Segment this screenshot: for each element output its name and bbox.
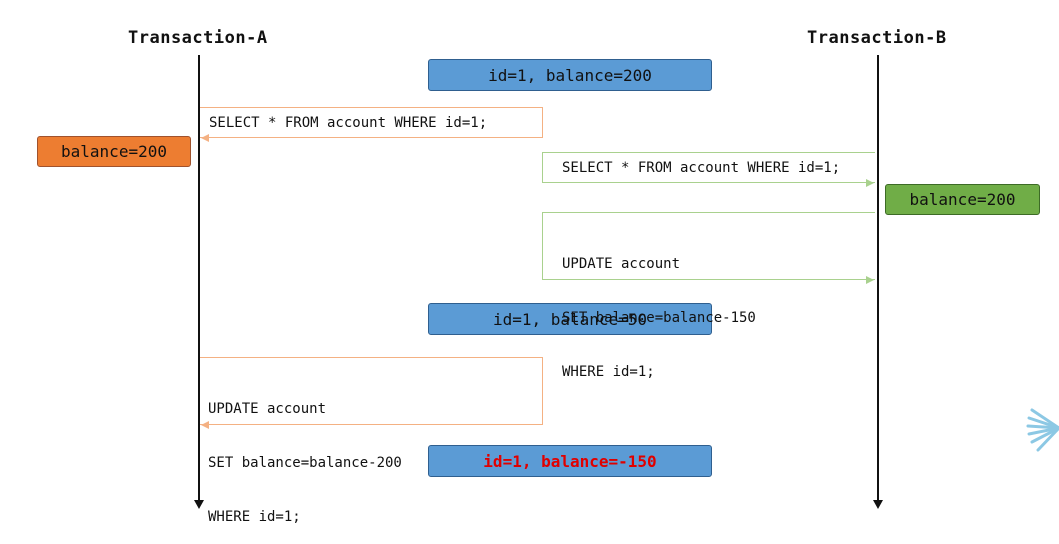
a-update-bracket	[200, 357, 543, 425]
transaction-a-timeline	[198, 55, 200, 503]
decorative-fan-graphic	[1026, 398, 1059, 458]
transaction-a-timeline-arrowhead	[194, 500, 204, 509]
transaction-b-title: Transaction-B	[807, 28, 947, 48]
a-update-line-1: UPDATE account	[208, 401, 327, 417]
db-state-after-b-update: id=1, balance=50	[428, 303, 712, 335]
b-update-bracket	[542, 212, 875, 280]
b-update-statement: UPDATE account SET balance=balance-150 W…	[562, 219, 756, 399]
db-state-final-negative: id=1, balance=-150	[428, 445, 712, 477]
a-update-arrowhead	[201, 421, 209, 429]
a-update-line-2: SET balance=balance-200	[208, 455, 402, 471]
b-update-line-3: WHERE id=1;	[562, 364, 655, 380]
b-read-result: balance=200	[885, 184, 1040, 215]
a-select-arrowhead	[201, 134, 209, 142]
b-update-line-1: UPDATE account	[562, 256, 681, 272]
a-select-statement: SELECT * FROM account WHERE id=1;	[209, 115, 488, 131]
transaction-a-title: Transaction-A	[128, 28, 268, 48]
transaction-b-timeline-arrowhead	[873, 500, 883, 509]
a-update-statement: UPDATE account SET balance=balance-200 W…	[208, 364, 402, 544]
a-read-result: balance=200	[37, 136, 191, 167]
a-select-bracket	[200, 107, 543, 138]
a-update-line-3: WHERE id=1;	[208, 509, 301, 525]
transaction-b-timeline	[877, 55, 879, 503]
b-update-line-2: SET balance=balance-150	[562, 310, 756, 326]
b-update-arrowhead	[866, 276, 874, 284]
b-select-bracket	[542, 152, 875, 183]
db-state-initial: id=1, balance=200	[428, 59, 712, 91]
b-select-statement: SELECT * FROM account WHERE id=1;	[562, 160, 841, 176]
b-select-arrowhead	[866, 179, 874, 187]
